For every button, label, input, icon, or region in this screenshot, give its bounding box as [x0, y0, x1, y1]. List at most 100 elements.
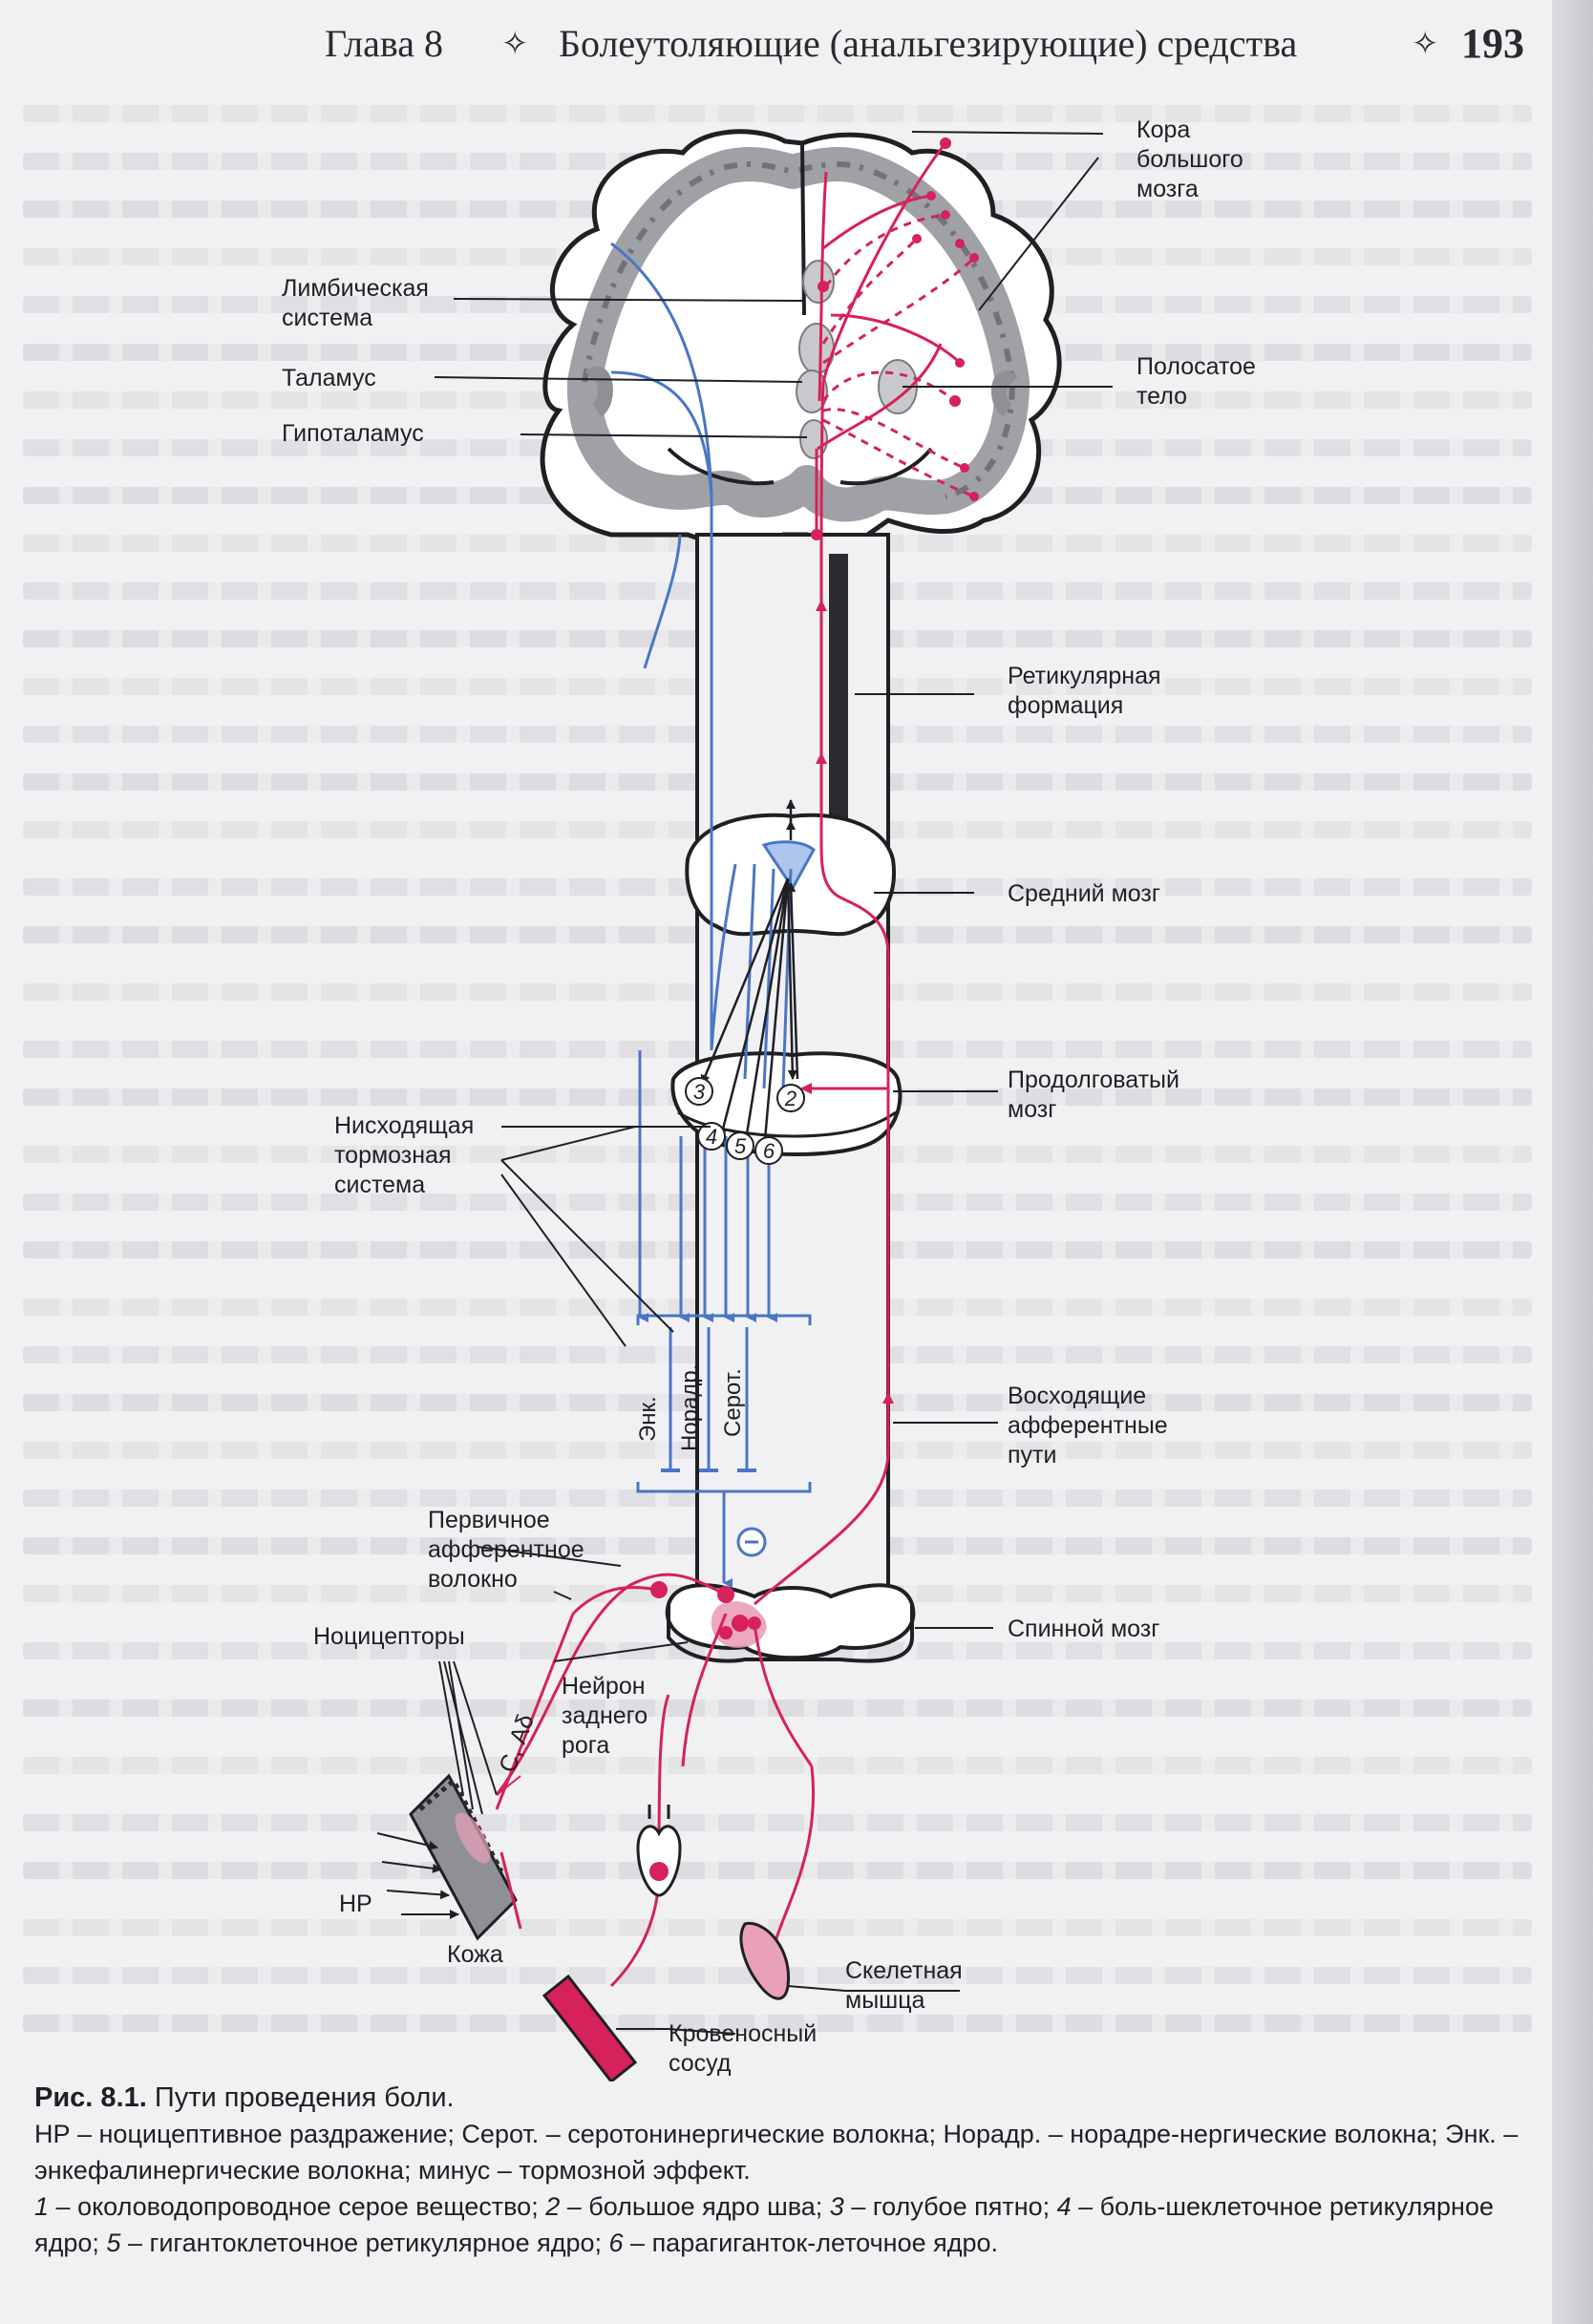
primary-afferent-line: волокно [428, 1566, 518, 1593]
dorsal-horn-line: рога [562, 1732, 609, 1759]
medulla-line: мозг [1008, 1096, 1056, 1123]
hypothalamus-line: Гипоталамус [282, 420, 424, 447]
midbrain-label: Средний мозг [1008, 880, 1160, 907]
brain-drawing [540, 129, 1062, 557]
np-label: НР [339, 1891, 372, 1917]
striatum-label: Полосатое тело [1136, 353, 1256, 410]
vessel-line: Кровеносный [669, 2020, 817, 2047]
spinal-cord-label: Спинной мозг [1008, 1616, 1159, 1642]
chapter-title: Болеутоляющие (анальгезирующие) средства [559, 22, 1298, 65]
thalamus-line: Таламус [282, 365, 376, 391]
muscle-line: Скелетная [845, 1957, 963, 1984]
caption-nuclei-list: 1 – околоводопроводное серое вещество; 2… [34, 2188, 1534, 2261]
descending-line: тормозная [334, 1142, 452, 1169]
descending-line: Нисходящая [334, 1112, 474, 1139]
striatum-line: тело [1136, 383, 1187, 410]
reticular-line: Ретикулярная [1008, 663, 1161, 689]
nucleus-5-label: 5 [734, 1134, 747, 1158]
diamond-icon: ✧ [501, 27, 529, 62]
medulla-line: Продолговатый [1008, 1067, 1179, 1093]
spinal-cord-line: Спинной мозг [1008, 1616, 1159, 1642]
caption-item: 4 – боль-шеклеточное ретикулярное ядро; [34, 2192, 1494, 2257]
show-through-line [23, 1919, 1532, 1936]
thalamus-label: Таламус [282, 365, 376, 391]
ascending-pain-pathway [495, 142, 976, 1988]
primary-afferent-label: Первичное афферентное волокно [428, 1507, 584, 1593]
dorsal-horn-line: Нейрон [562, 1673, 646, 1700]
diamond-icon: ✧ [1412, 27, 1439, 62]
vessel-label: Кровеносный сосуд [669, 2020, 817, 2077]
synapse-dots [650, 137, 979, 1639]
fiber-types-label: С, Аδ [494, 1711, 540, 1776]
nucleus-5: 5 [726, 1131, 754, 1160]
striatum-line: Полосатое [1136, 353, 1256, 380]
caption-title-line: Рис. 8.1. Пути проведения боли. [34, 2080, 1534, 2116]
show-through-line [23, 1757, 1532, 1774]
skin-label: Кожа [447, 1941, 503, 1968]
nucleus-6: 6 [754, 1136, 783, 1165]
nociceptors-line: Ноцицепторы [313, 1623, 465, 1650]
primary-afferent-line: Первичное [428, 1507, 550, 1533]
cortex-line: большого [1136, 146, 1243, 173]
reticular-line: формация [1008, 692, 1123, 719]
muscle-line: мышца [845, 1987, 925, 2014]
enk-label: Энк. [635, 1396, 661, 1442]
medulla-label: Продолговатый мозг [1008, 1067, 1179, 1123]
muscle [739, 1921, 846, 2000]
show-through-line [23, 105, 1532, 122]
caption-item: 6 – парагиганток-леточное ядро. [608, 2229, 999, 2257]
muscle-label: Скелетная мышца [845, 1957, 963, 2014]
pain-pathways-figure: 3 2 4 5 6 Энк. Норадр. Серот. [282, 116, 1256, 2081]
primary-afferent-line: афферентное [428, 1536, 584, 1563]
transmitter-labels: Энк. Норадр. Серот. [635, 1364, 746, 1451]
midbrain-line: Средний мозг [1008, 880, 1160, 907]
reticular-label: Ретикулярная формация [1008, 663, 1161, 719]
nucleus-6-label: 6 [763, 1139, 775, 1163]
ascending-line: афферентные [1008, 1412, 1168, 1439]
descending-line: система [334, 1172, 425, 1198]
descending-label: Нисходящая тормозная система [334, 1112, 474, 1198]
caption-item: 3 – голубое пятно; [829, 2192, 1057, 2221]
figure-caption: Рис. 8.1. Пути проведения боли. НР – ноц… [34, 2080, 1534, 2261]
page-number: 193 [1461, 20, 1524, 67]
cortex-label: Кора большого мозга [1136, 116, 1243, 202]
nociceptors-label: Ноцицепторы [313, 1623, 465, 1650]
leader-lines [434, 131, 1113, 2035]
figure-number: Рис. 8.1. [34, 2082, 147, 2113]
dorsal-horn-line: заднего [562, 1702, 648, 1729]
sympathetic-ganglion [636, 1805, 682, 1897]
nucleus-3: 3 [685, 1077, 713, 1106]
vessel-line: сосуд [669, 2050, 732, 2077]
periphery-drawing [376, 1546, 846, 2081]
ascending-line: Восходящие [1008, 1383, 1146, 1409]
ascending-label: Восходящие афферентные пути [1008, 1383, 1168, 1468]
page-edge [1552, 0, 1593, 2324]
show-through-line [23, 1814, 1532, 1831]
caption-item: 2 – большое ядро шва; [545, 2192, 830, 2221]
descending-inhibitory-pathway [610, 242, 812, 1588]
limbic-line: Лимбическая [282, 275, 429, 302]
brainstem-connections [700, 799, 799, 1151]
hypothalamus-label: Гипоталамус [282, 420, 424, 447]
show-through-line [23, 2015, 1532, 2032]
cortex-line: Кора [1136, 116, 1190, 143]
skin-patch [409, 1773, 518, 1941]
noradr-label: Норадр. [677, 1364, 703, 1451]
blood-vessel [542, 1974, 669, 2081]
cortex-line: мозга [1136, 176, 1199, 202]
serot-label: Серот. [720, 1368, 746, 1437]
page-header: Глава 8 ✧ Болеутоляющие (анальгезирующие… [325, 20, 1538, 78]
figure-title: Пути проведения боли. [154, 2082, 455, 2113]
nucleus-3-label: 3 [693, 1080, 706, 1104]
nucleus-markers: 3 2 4 5 6 [685, 1077, 805, 1165]
chapter-label: Глава 8 [325, 22, 443, 65]
ascending-line: пути [1008, 1442, 1056, 1468]
nucleus-4-label: 4 [706, 1125, 717, 1149]
nucleus-2-label: 2 [784, 1087, 796, 1110]
show-through-line [23, 1862, 1532, 1879]
caption-item: 1 – околоводопроводное серое вещество; [34, 2192, 546, 2221]
nucleus-4: 4 [697, 1122, 726, 1151]
